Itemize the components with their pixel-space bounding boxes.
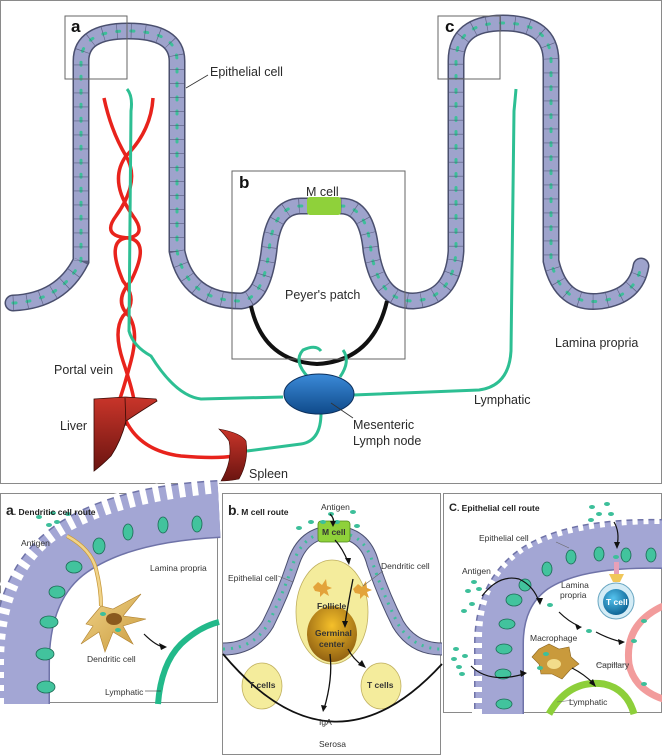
- t-cell-receptor: [609, 574, 624, 582]
- panel-c-lymphatic-vessel: [545, 679, 638, 716]
- panel-a-lymphatic-vessel: [155, 619, 220, 705]
- panel-b-label-germinal: Germinal: [315, 628, 352, 638]
- panel-b-label-follicle: Follicle: [317, 601, 347, 611]
- portal-vein-vessels: [102, 97, 235, 460]
- panel-c-label-epithelial-cell: Epithelial cell: [479, 533, 529, 543]
- mesenteric-lymph-node-shape: [283, 373, 355, 415]
- t-cell-receptor-stem: [614, 562, 619, 574]
- panel-c-antigen-dots: [451, 502, 619, 676]
- panel-a-title-text: . Dendritic cell route: [13, 507, 96, 517]
- dendritic-cell-route-panel: a. Dendritic cell route Antigen Lamina p…: [0, 475, 221, 705]
- peyers-patch-arc: [249, 300, 389, 367]
- panel-a-label-dendritic-cell: Dendritic cell: [87, 654, 136, 664]
- t-cells-left-shape: [241, 662, 283, 710]
- box-b: [231, 170, 406, 360]
- panel-a-label-lymphatic: Lymphatic: [105, 687, 144, 697]
- panel-b-label-t-cells-right: T cells: [367, 680, 394, 690]
- box-a: [64, 15, 128, 80]
- spleen-shape: [218, 428, 247, 482]
- label-lymphatic: Lymphatic: [474, 393, 531, 407]
- label-mesenteric: Mesenteric: [353, 418, 415, 432]
- panel-c-nuclei: [494, 546, 657, 710]
- epithelium-layer: [4, 14, 650, 312]
- panel-b-label-iga: IgA: [319, 717, 332, 727]
- panel-a-title: a. Dendritic cell route: [6, 502, 96, 518]
- box-a-letter: a: [71, 17, 81, 36]
- panel-a-label-lamina-propria: Lamina propria: [150, 563, 207, 573]
- panel-b-dendritic-cells: [313, 579, 372, 599]
- overview-diagram-panel: a b c Epithelial cell M cell Peyer's pat…: [0, 0, 662, 484]
- box-c: [437, 15, 501, 80]
- panel-c-title-text: . Epithelial cell route: [456, 503, 540, 513]
- panel-b-label-antigen: Antigen: [321, 502, 350, 512]
- panel-b-label-epithelial-cell: Epithelial cell: [228, 573, 278, 583]
- box-c-letter: c: [445, 17, 455, 36]
- panel-a-antigen-dots: [36, 511, 71, 527]
- panel-b-title-text: . M cell route: [236, 507, 289, 517]
- m-cell-shape: [307, 197, 341, 215]
- panel-a-nuclei: [35, 515, 203, 694]
- panel-c-label-t-cell: T cell: [606, 597, 628, 607]
- liver-shape: [93, 396, 158, 472]
- label-epithelial-cell: Epithelial cell: [210, 65, 283, 79]
- panel-b-title: b. M cell route: [228, 502, 289, 518]
- box-b-letter: b: [239, 173, 250, 192]
- germinal-center-shape: [307, 606, 357, 662]
- label-lamina-propria: Lamina propria: [555, 336, 639, 350]
- panel-a-svg: [0, 475, 221, 705]
- panel-a-label-antigen: Antigen: [21, 538, 50, 548]
- panel-a-letter: a: [6, 502, 14, 518]
- panel-c-title: C. Epithelial cell route: [449, 502, 540, 514]
- overview-diagram-svg: [4, 14, 650, 482]
- label-spleen: Spleen: [249, 467, 288, 481]
- panel-b-label-dendritic-cell: Dendritic cell: [381, 561, 430, 571]
- panel-b-letter: b: [228, 502, 237, 518]
- panel-b-label-m-cell: M cell: [322, 527, 346, 537]
- panel-b-label-t-cells-left: T cells: [249, 680, 276, 690]
- label-peyers-patch: Peyer's patch: [285, 288, 361, 302]
- m-cell-route-panel: b. M cell route Antigen M cell Dendritic…: [222, 493, 443, 755]
- panel-c-label-capillary: Capillary: [596, 660, 630, 670]
- epithelial-cell-route-panel: C. Epithelial cell route Epithelial cell…: [443, 493, 662, 716]
- panel-c-label-macrophage: Macrophage: [530, 633, 578, 643]
- dendritic-cell-shape: [66, 534, 147, 653]
- t-cells-right-shape: [360, 662, 402, 710]
- panel-b-label-serosa: Serosa: [319, 739, 346, 749]
- panel-b-svg: [222, 510, 443, 723]
- panel-c-label-antigen: Antigen: [462, 566, 491, 576]
- panel-b-label-center: center: [319, 639, 345, 649]
- label-lymph-node: Lymph node: [353, 434, 422, 448]
- panel-c-label-lamina: Lamina: [561, 580, 589, 590]
- panel-c-label-lymphatic: Lymphatic: [569, 697, 608, 707]
- panel-c-svg: [451, 502, 662, 716]
- label-m-cell: M cell: [306, 185, 339, 199]
- label-portal-vein: Portal vein: [54, 363, 114, 377]
- panel-c-letter: C: [449, 502, 457, 514]
- serosa-arc: [222, 653, 443, 723]
- lymphatic-vessels: [125, 88, 518, 453]
- panel-c-label-propria: propria: [560, 590, 587, 600]
- t-cell-shape: [603, 589, 629, 615]
- label-liver: Liver: [60, 419, 88, 433]
